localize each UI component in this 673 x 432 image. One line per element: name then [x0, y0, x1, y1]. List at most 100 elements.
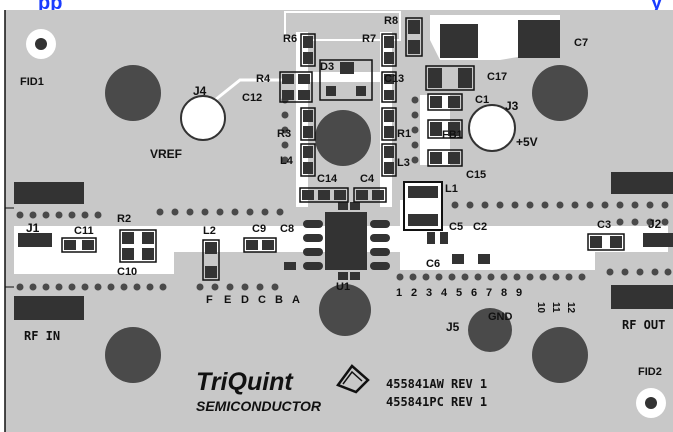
label-j3: J3 — [505, 99, 519, 113]
pin-number-10: 10 — [535, 302, 546, 314]
via-row-lower — [16, 268, 672, 291]
j2-center-pad — [643, 233, 673, 247]
pin-letter-a: A — [292, 294, 300, 306]
c7-pad-right — [518, 20, 560, 58]
label-j1: J1 — [26, 221, 40, 235]
label-r6: R6 — [283, 33, 297, 45]
label-r7: R7 — [362, 33, 376, 45]
label-c1: C1 — [475, 94, 489, 106]
pin-number-9: 9 — [516, 287, 522, 299]
logo-brand: TriQuint — [196, 368, 294, 396]
label-c6: C6 — [426, 258, 440, 270]
l1-pad-top — [408, 186, 438, 198]
pin-number-11: 11 — [550, 302, 561, 313]
header-band — [0, 0, 673, 10]
pin-letter-e: E — [224, 294, 231, 306]
c7-pad-left — [440, 24, 478, 58]
label-j2: J2 — [648, 217, 662, 231]
label-r3: R3 — [277, 128, 291, 140]
mounting-hole-top-right — [532, 65, 588, 121]
label-fid2: FID2 — [638, 366, 662, 378]
label-d3: D3 — [320, 61, 334, 73]
logo-mark-icon — [336, 364, 370, 394]
label-l4: L4 — [280, 155, 294, 167]
label-fid1: FID1 — [20, 76, 44, 88]
label-vref: VREF — [150, 147, 182, 161]
u1-pins — [303, 220, 390, 270]
label-r2: R2 — [117, 213, 131, 225]
pin-number-8: 8 — [501, 287, 507, 299]
fiducial-1-dot — [35, 38, 47, 50]
j5-connector-pad — [468, 308, 512, 352]
part-number-aw: 455841AW REV 1 — [386, 377, 487, 391]
center-thermal-pad — [315, 110, 371, 166]
mounting-hole-top-left — [105, 65, 161, 121]
j3-connector-pad — [468, 104, 516, 152]
pin-number-12: 12 — [565, 302, 576, 314]
label-r4: R4 — [256, 73, 271, 85]
label-c15: C15 — [466, 169, 486, 181]
pin-number-5: 5 — [456, 287, 462, 299]
top-pocket-outline — [284, 11, 401, 41]
j2-edge-pad-bottom — [611, 285, 673, 309]
label-c14: C14 — [317, 173, 338, 185]
l1-pad-bottom — [408, 214, 438, 226]
label-c5: C5 — [449, 221, 463, 233]
pin-number-7: 7 — [486, 287, 492, 299]
j1-edge-pad-top — [14, 182, 84, 204]
pin-letter-b: B — [275, 294, 283, 306]
label-c13: C13 — [384, 73, 404, 85]
mounting-hole-bottom-right — [532, 327, 588, 383]
label-c2: C2 — [473, 221, 487, 233]
label-fb1: FB1 — [442, 129, 463, 141]
j1-center-pad — [18, 233, 52, 247]
pin-letter-f: F — [206, 294, 213, 306]
label-rf-out: RF OUT — [622, 318, 665, 332]
j1-edge-pad-bottom — [14, 296, 84, 320]
label-l3: L3 — [397, 157, 410, 169]
label-c12: C12 — [242, 92, 262, 104]
j4-connector-pad — [180, 95, 226, 141]
label-r1: R1 — [397, 128, 411, 140]
component-outlines — [61, 17, 625, 281]
triquint-logo: TriQuint SEMICONDUCTOR — [196, 364, 370, 414]
label-c17: C17 — [487, 71, 507, 83]
bias-trace-top — [296, 72, 392, 82]
pin-number-2: 2 — [411, 287, 417, 299]
label-l2: L2 — [203, 225, 216, 237]
label-r8: R8 — [384, 15, 398, 27]
label-l1: L1 — [445, 183, 458, 195]
label-c11: C11 — [74, 225, 94, 237]
label-j5: J5 — [446, 320, 460, 334]
mounting-hole-bottom-center — [319, 284, 371, 336]
label-c8: C8 — [280, 223, 294, 235]
label-j4: J4 — [193, 84, 207, 98]
pin-number-1: 1 — [396, 287, 402, 299]
pin-number-6: 6 — [471, 287, 477, 299]
logo-mark-inner-icon — [342, 370, 363, 385]
label-c7: C7 — [574, 37, 588, 49]
label-c3: C3 — [597, 219, 611, 231]
rf-trace-lower-right — [400, 252, 595, 270]
logo-sub: SEMICONDUCTOR — [196, 398, 322, 414]
pin-number-4: 4 — [441, 287, 448, 299]
via-row-upper — [16, 201, 669, 226]
pin-letter-c: C — [258, 294, 266, 306]
label-c4: C4 — [360, 173, 375, 185]
fiducial-2-dot — [645, 397, 657, 409]
smt-pads — [64, 20, 622, 280]
label-gnd: GND — [488, 311, 513, 323]
label-plus5v: +5V — [516, 135, 538, 149]
mounting-hole-bottom-left — [105, 327, 161, 383]
label-rf-in: RF IN — [24, 329, 60, 343]
u1-body — [325, 212, 367, 270]
label-u1: U1 — [336, 281, 350, 293]
label-c10: C10 — [117, 266, 137, 278]
label-c9: C9 — [252, 223, 266, 235]
pin-letter-d: D — [241, 294, 249, 306]
pin-number-3: 3 — [426, 287, 432, 299]
j2-edge-pad-top — [611, 172, 673, 194]
part-number-pc: 455841PC REV 1 — [386, 395, 487, 409]
